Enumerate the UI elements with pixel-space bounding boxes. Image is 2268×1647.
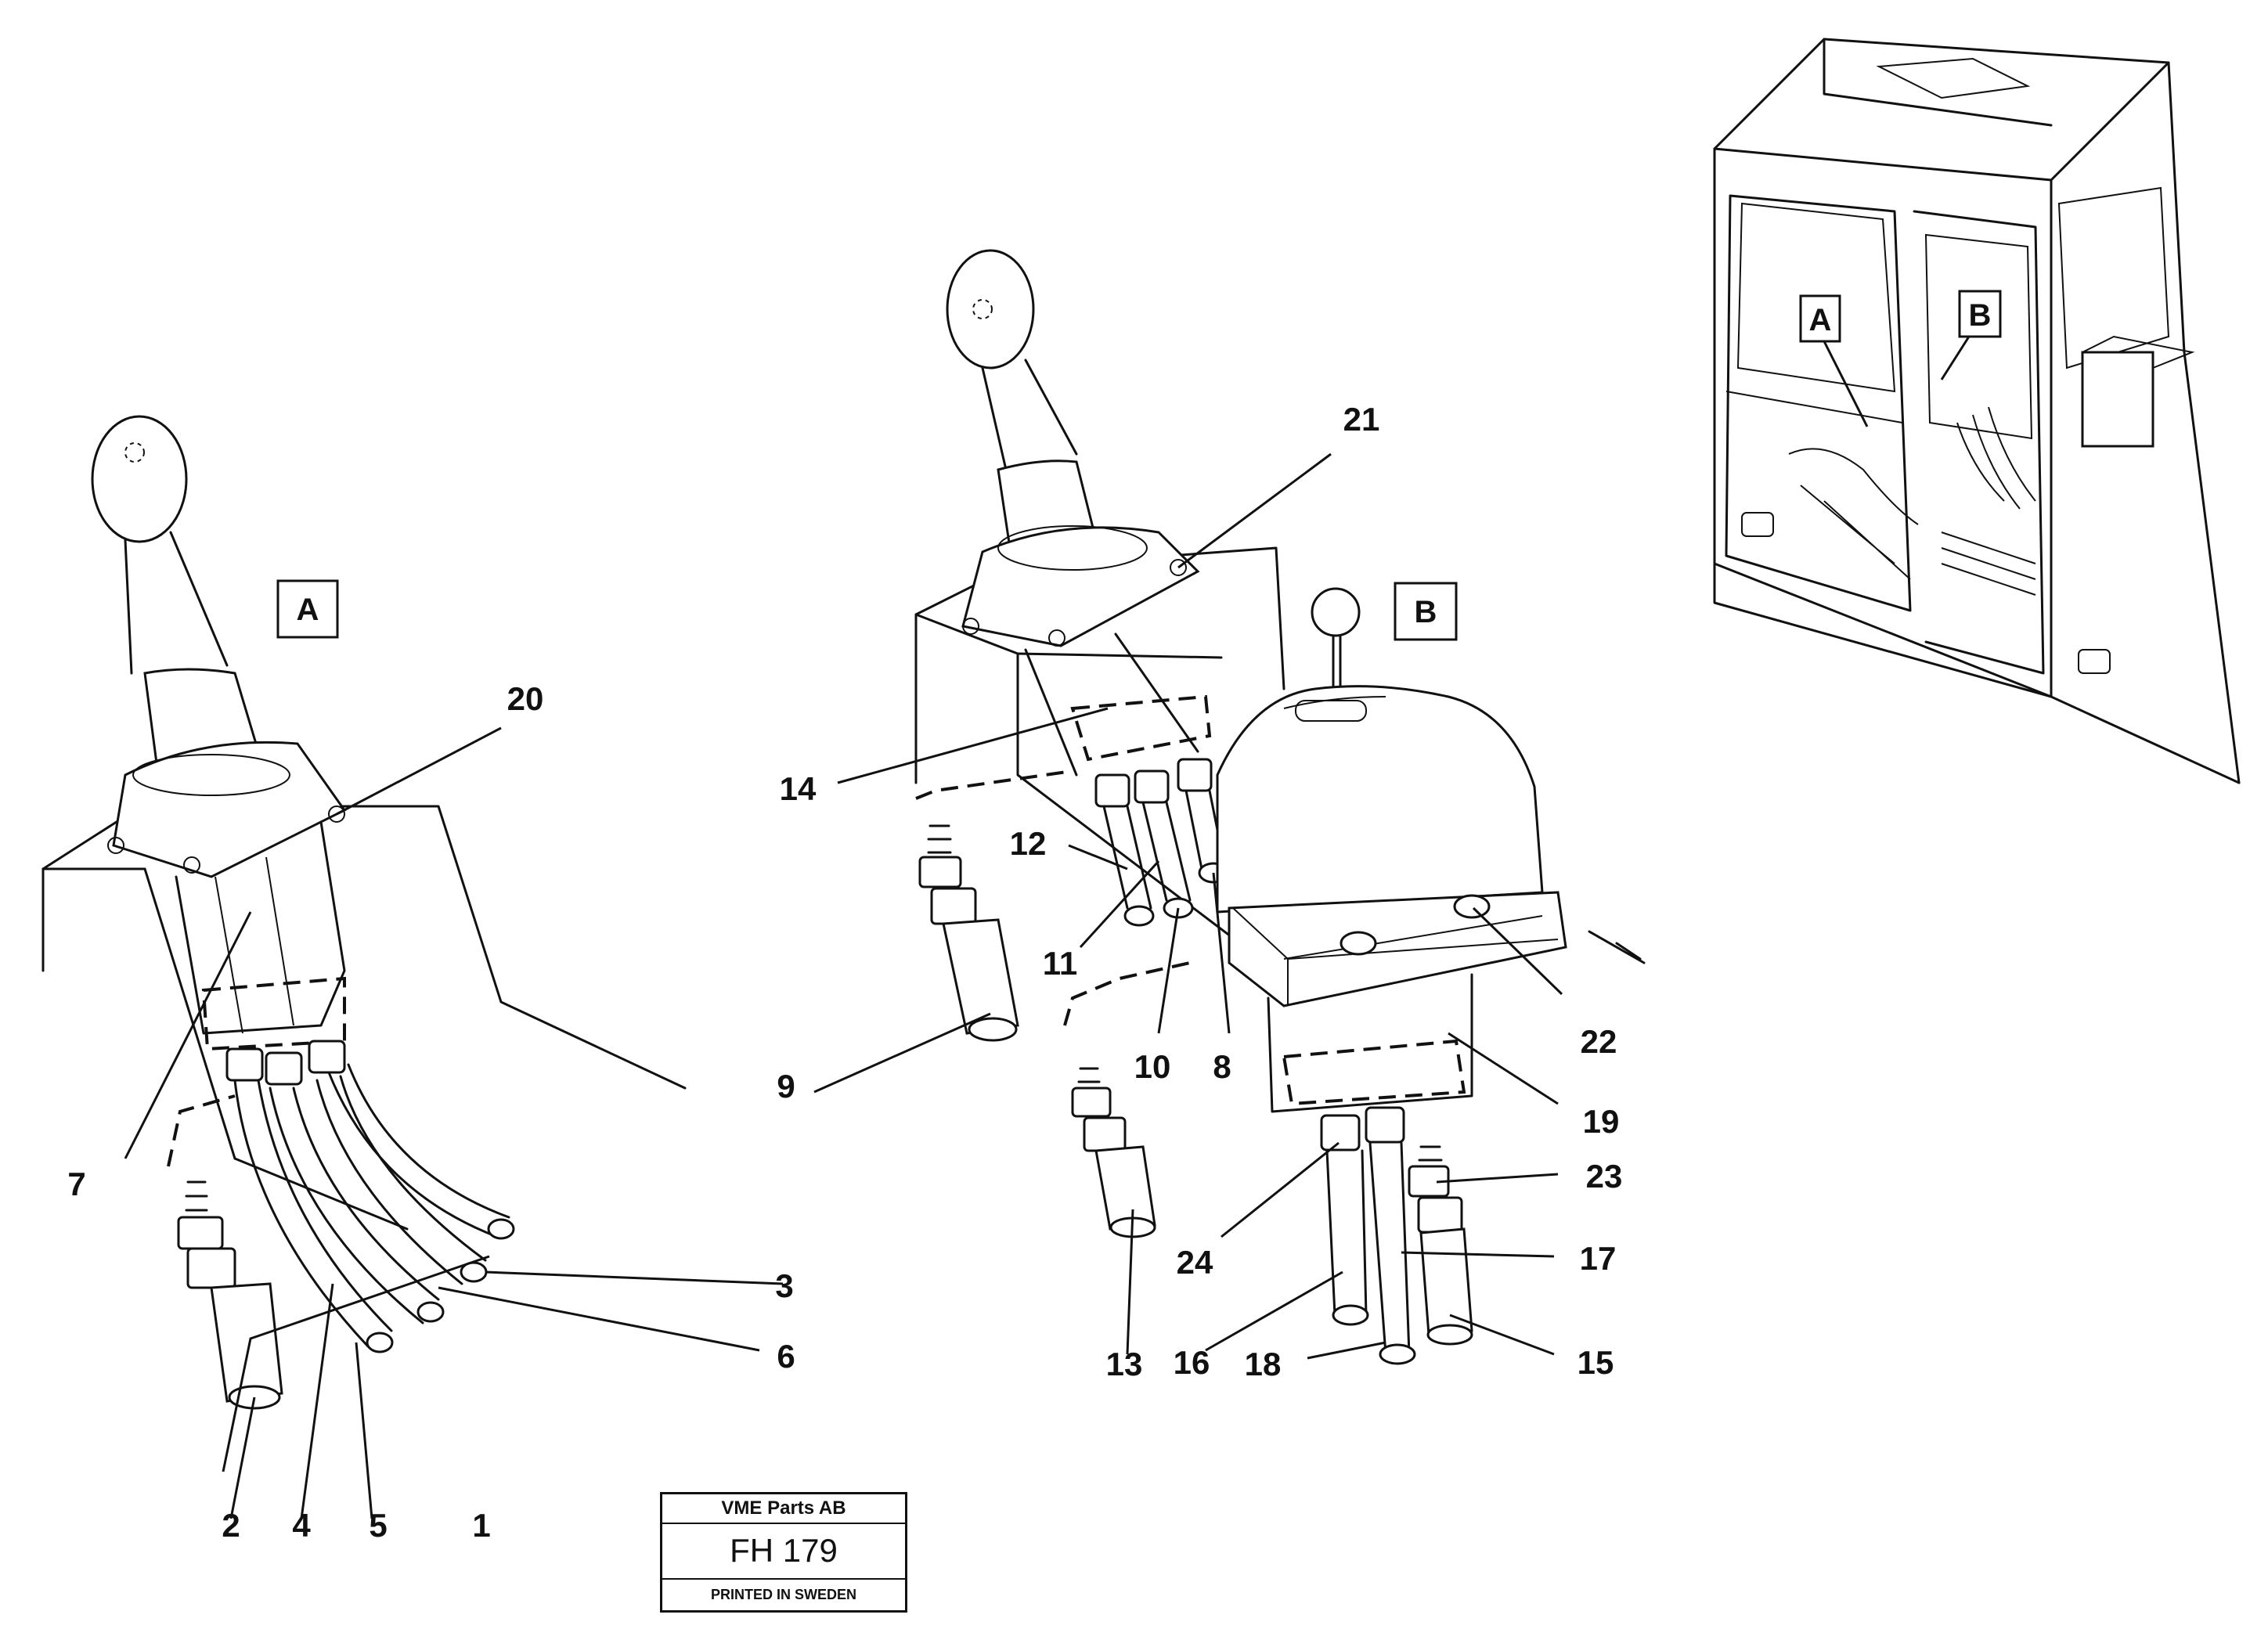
inset-view-a-box (1799, 294, 1841, 343)
title-block-printed: PRINTED IN SWEDEN (710, 1586, 856, 1602)
joystick-assembly-a (41, 415, 687, 1410)
callout-17: 17 (1580, 1240, 1617, 1277)
callout-6: 6 (777, 1338, 795, 1375)
title-block: VME Parts AB FH 179 PRINTED IN SWEDEN (660, 1492, 907, 1613)
title-block-code: FH 179 (662, 1524, 905, 1580)
callout-21: 21 (1343, 401, 1380, 438)
callout-numbers: 1 2 3 4 5 6 7 8 9 10 11 12 13 14 15 16 1… (67, 401, 1622, 1544)
callout-11: 11 (1043, 945, 1077, 982)
inset-view-b-box (1958, 290, 2002, 338)
cab-overview-inset: A B (1713, 38, 2241, 784)
view-a-label: A (297, 593, 319, 627)
callout-22: 22 (1581, 1023, 1617, 1060)
view-b-label: B (1415, 595, 1437, 629)
view-a-box (276, 579, 339, 639)
callout-23: 23 (1586, 1158, 1623, 1195)
callout-1: 1 (472, 1507, 490, 1544)
callout-2: 2 (222, 1507, 240, 1544)
callout-16: 16 (1174, 1344, 1210, 1381)
callout-4: 4 (292, 1507, 311, 1544)
callout-12: 12 (1010, 825, 1047, 862)
callout-8: 8 (1213, 1048, 1231, 1085)
callout-14: 14 (780, 770, 817, 807)
callout-19: 19 (1583, 1103, 1620, 1140)
callout-18: 18 (1245, 1346, 1282, 1382)
callout-7: 7 (67, 1166, 85, 1202)
inset-view-a-label: A (1809, 303, 1832, 337)
callout-20: 20 (507, 680, 544, 717)
inset-view-b-label: B (1969, 298, 1992, 333)
leader-lines (124, 452, 1563, 1519)
callout-5: 5 (369, 1507, 387, 1544)
callout-9: 9 (777, 1068, 795, 1105)
callout-3: 3 (775, 1267, 793, 1304)
callout-24: 24 (1177, 1244, 1213, 1281)
title-block-company: VME Parts AB (662, 1494, 905, 1524)
callout-13: 13 (1106, 1346, 1143, 1382)
joystick-assembly-b (914, 249, 1646, 1365)
view-b-box (1394, 582, 1458, 641)
callout-10: 10 (1134, 1048, 1171, 1085)
callout-15: 15 (1578, 1344, 1614, 1381)
